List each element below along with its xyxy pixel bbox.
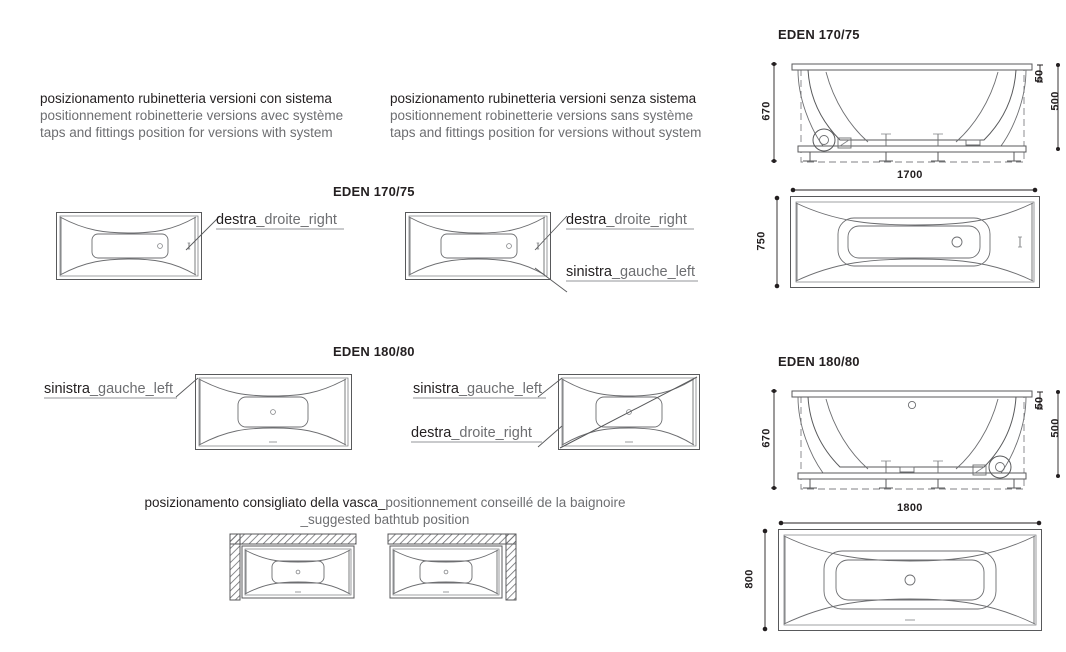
dim-170-length: 1700 bbox=[897, 169, 923, 181]
section-view-180 bbox=[768, 377, 1064, 502]
label-left-fr-2: _gauche bbox=[89, 381, 146, 397]
label-left-fr-3: _gauche bbox=[458, 381, 515, 397]
label-left-it-3: sinistra bbox=[413, 381, 459, 397]
label-left-it: sinistra bbox=[566, 264, 612, 280]
dim-line-170-width bbox=[772, 195, 782, 289]
leader-180-without-system-left bbox=[537, 376, 564, 400]
dim-170-depth: 500 bbox=[1049, 91, 1062, 111]
caption-with-system-fr: positionnement robinetterie versions ave… bbox=[40, 108, 344, 123]
tub-plan-180-with-system bbox=[195, 374, 352, 450]
label-left-it-2: sinistra bbox=[44, 381, 90, 397]
label-left-fr: _gauche bbox=[611, 264, 668, 280]
plan-view-170 bbox=[790, 196, 1040, 288]
section-title-180: EDEN 180/80 bbox=[333, 344, 415, 359]
dim-180-length: 1800 bbox=[897, 502, 923, 514]
tub-plan-170-with-system bbox=[56, 212, 202, 280]
label-right-fr-2: _droite bbox=[606, 212, 651, 228]
label-180-without-system-right: destra_droite_right bbox=[411, 425, 542, 445]
caption-suggested-position: posizionamento consigliato della vasca_p… bbox=[120, 494, 650, 528]
label-right-fr: _droite bbox=[256, 212, 301, 228]
label-right-it-3: destra bbox=[411, 425, 452, 441]
plan-view-180 bbox=[778, 529, 1042, 631]
dim-line-180-length bbox=[778, 519, 1042, 527]
caption-without-system-fr: positionnement robinetterie versions san… bbox=[390, 108, 694, 123]
niche-diagram-alcove-right bbox=[387, 533, 517, 601]
dim-180-width: 800 bbox=[743, 569, 756, 589]
section-title-170-right: EDEN 170/75 bbox=[778, 27, 860, 42]
caption-suggested-en: _suggested bathtub position bbox=[300, 512, 470, 527]
section-title-170: EDEN 170/75 bbox=[333, 184, 415, 199]
tub-plan-170-without-system bbox=[405, 212, 551, 280]
label-right-en: _right bbox=[300, 212, 337, 228]
niche-diagram-alcove-left bbox=[229, 533, 357, 601]
section-title-180-right: EDEN 180/80 bbox=[778, 354, 860, 369]
section-view-170 bbox=[768, 50, 1064, 175]
caption-with-system: posizionamento rubinetteria versioni con… bbox=[40, 90, 343, 141]
leader-180-without-system-right bbox=[537, 424, 564, 450]
caption-without-system-en: taps and fittings position for versions … bbox=[390, 125, 702, 140]
dim-170-rim: 50 bbox=[1033, 69, 1046, 83]
caption-with-system-it: posizionamento rubinetteria versioni con… bbox=[40, 91, 332, 106]
caption-suggested-it: posizionamento consigliato della vasca_ bbox=[144, 495, 386, 510]
dim-line-180-width bbox=[760, 528, 770, 632]
caption-with-system-en: taps and fittings position for versions … bbox=[40, 125, 333, 140]
dim-170-width: 750 bbox=[755, 231, 768, 251]
label-left-en: _left bbox=[667, 264, 695, 280]
tub-plan-180-without-system bbox=[558, 374, 700, 450]
dim-170-height: 670 bbox=[760, 101, 773, 121]
label-right-it: destra bbox=[216, 212, 257, 228]
label-right-fr-3: _droite bbox=[451, 425, 496, 441]
label-right-it-2: destra bbox=[566, 212, 607, 228]
dim-180-depth: 500 bbox=[1049, 418, 1062, 438]
caption-without-system-it: posizionamento rubinetteria versioni sen… bbox=[390, 91, 697, 106]
label-left-en-2: _left bbox=[145, 381, 173, 397]
caption-suggested-fr: positionnement conseillé de la baignoire bbox=[385, 495, 626, 510]
label-170-without-system-left: sinistra_gauche_left bbox=[566, 264, 698, 284]
label-170-without-system-right: destra_droite_right bbox=[566, 212, 694, 232]
label-170-with-system-right: destra_droite_right bbox=[216, 212, 344, 232]
label-180-with-system-left: sinistra_gauche_left bbox=[44, 381, 177, 401]
dim-180-rim: 50 bbox=[1033, 396, 1046, 410]
leader-170-without-system-right bbox=[534, 212, 569, 254]
leader-180-with-system-left bbox=[175, 376, 200, 400]
dim-line-170-length-top bbox=[790, 186, 1038, 194]
leader-170-without-system-left bbox=[534, 265, 569, 295]
caption-without-system: posizionamento rubinetteria versioni sen… bbox=[390, 90, 701, 141]
label-left-en-3: _left bbox=[514, 381, 542, 397]
dim-180-height: 670 bbox=[760, 428, 773, 448]
label-180-without-system-left: sinistra_gauche_left bbox=[413, 381, 546, 401]
label-right-en-2: _right bbox=[650, 212, 687, 228]
label-right-en-3: _right bbox=[495, 425, 532, 441]
leader-170-with-system-right bbox=[185, 212, 222, 254]
